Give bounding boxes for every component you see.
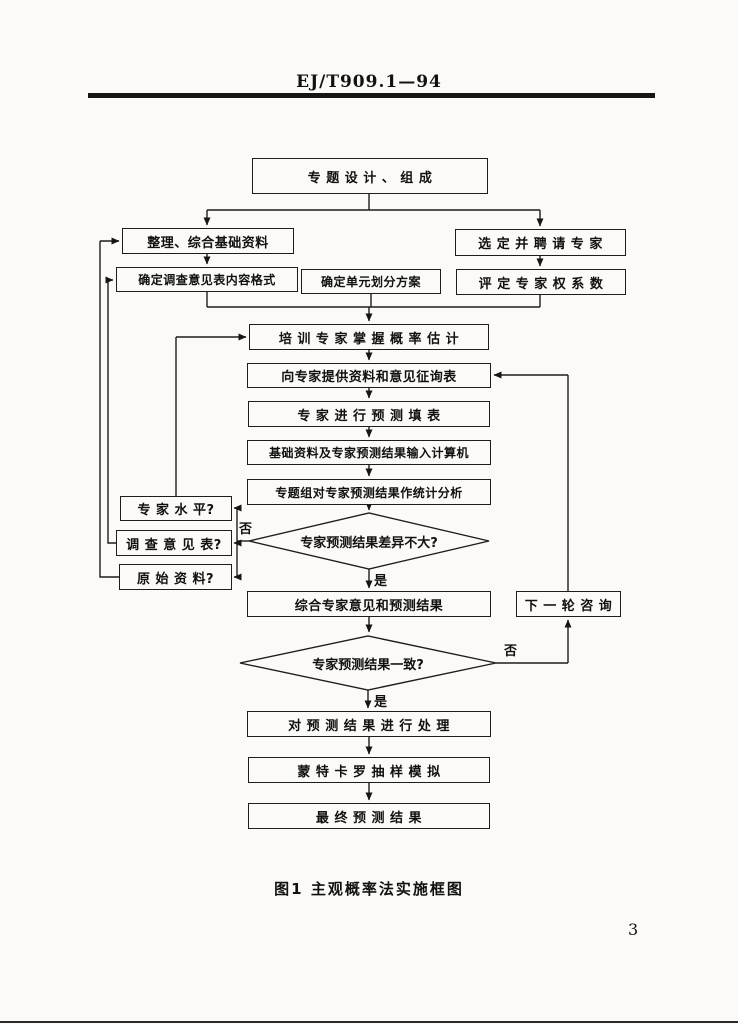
page-number: 3 bbox=[628, 920, 639, 939]
standard-code-header: EJ/T909.1—94 bbox=[296, 72, 442, 92]
flow-node-final-result: 最 终 预 测 结 果 bbox=[248, 803, 490, 829]
branch-label-no-1: 否 bbox=[239, 522, 253, 537]
flow-node-input-computer: 基础资料及专家预测结果输入计算机 bbox=[247, 440, 491, 465]
decision-diamond-diff bbox=[248, 512, 490, 570]
scan-edge-line bbox=[0, 1021, 738, 1023]
flow-node-synthesize: 综合专家意见和预测结果 bbox=[247, 591, 491, 617]
flow-node-original-data: 原 始 资 料? bbox=[119, 564, 232, 590]
flow-node-experts-predict: 专 家 进 行 预 测 填 表 bbox=[248, 401, 490, 427]
flow-node-survey-form: 调 查 意 见 表? bbox=[116, 530, 232, 556]
connector-lines bbox=[99, 194, 572, 801]
flow-node-process-results: 对 预 测 结 果 进 行 处 理 bbox=[247, 711, 491, 737]
decision-diff-small-label: 专家预测结果差异不大? bbox=[300, 535, 438, 551]
flow-node-design: 专 题 设 计 、 组 成 bbox=[252, 158, 488, 194]
decision-diamond-consistent bbox=[239, 635, 497, 691]
branch-label-yes-1: 是 bbox=[374, 574, 388, 589]
flow-node-next-round: 下 一 轮 咨 询 bbox=[516, 591, 621, 617]
flow-node-train-experts: 培 训 专 家 掌 握 概 率 估 计 bbox=[249, 324, 489, 350]
branch-label-yes-2: 是 bbox=[374, 695, 388, 710]
figure-caption: 图1 主观概率法实施框图 bbox=[274, 880, 464, 898]
branch-label-no-2: 否 bbox=[504, 644, 518, 659]
flow-node-provide-info: 向专家提供资料和意见征询表 bbox=[247, 363, 491, 388]
flow-node-monte-carlo: 蒙 特 卡 罗 抽 样 模 拟 bbox=[248, 757, 490, 783]
flow-node-expert-weight: 评 定 专 家 权 系 数 bbox=[456, 269, 626, 295]
flow-node-expert-level: 专 家 水 平? bbox=[120, 496, 232, 521]
decision-consistent-label: 专家预测结果一致? bbox=[312, 657, 424, 673]
header-rule-divider bbox=[88, 93, 655, 98]
flow-node-statistical-analysis: 专题组对专家预测结果作统计分析 bbox=[247, 479, 491, 505]
flow-node-organize-data: 整理、综合基础资料 bbox=[122, 228, 294, 254]
flow-node-survey-format: 确定调查意见表内容格式 bbox=[116, 267, 298, 292]
flow-node-unit-plan: 确定单元划分方案 bbox=[301, 269, 441, 294]
flow-node-select-experts: 选 定 并 聘 请 专 家 bbox=[455, 229, 626, 256]
